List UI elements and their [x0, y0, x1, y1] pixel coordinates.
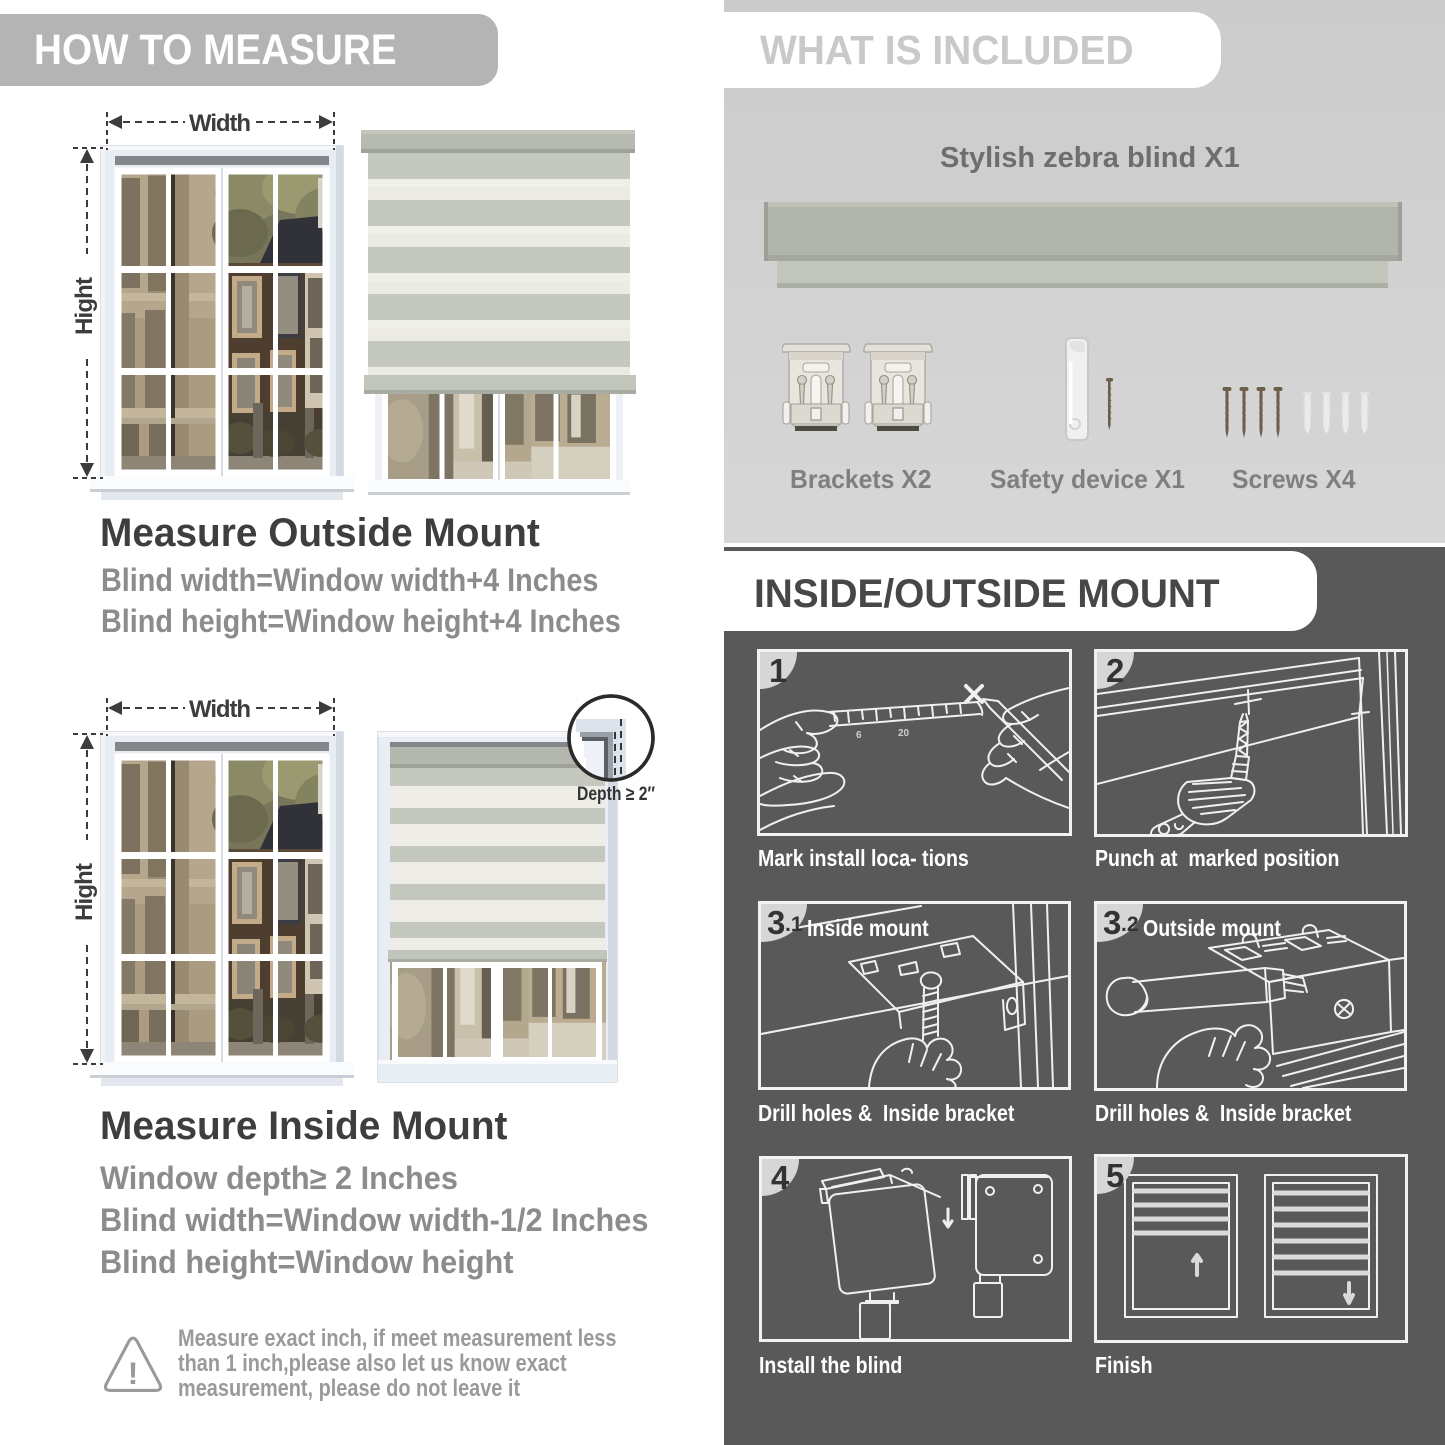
svg-text:Width: Width [189, 110, 251, 137]
svg-text:6: 6 [856, 730, 862, 741]
svg-text:Hight: Hight [71, 277, 98, 335]
svg-text:!: ! [128, 1355, 139, 1391]
svg-text:Depth ≥ 2″: Depth ≥ 2″ [577, 784, 655, 805]
svg-text:20: 20 [898, 728, 910, 739]
